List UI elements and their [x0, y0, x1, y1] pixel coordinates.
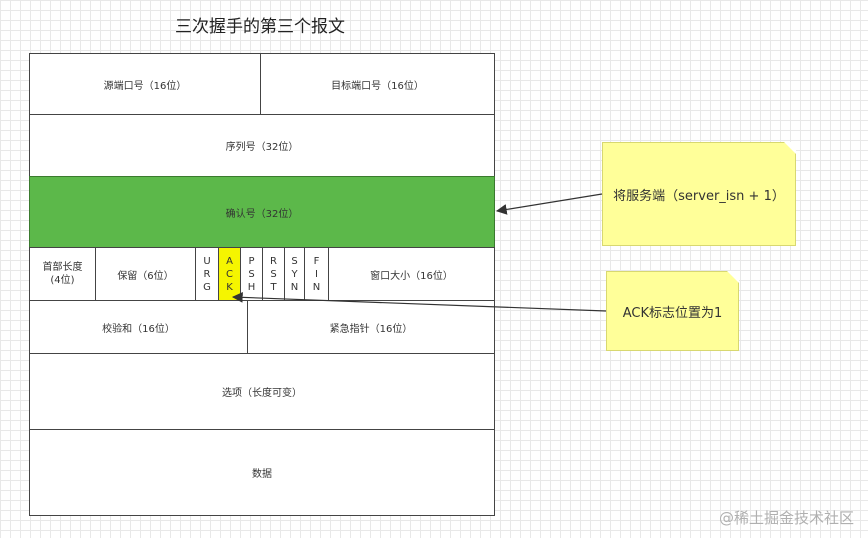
flag-letter: R [203, 268, 211, 280]
flag-letter: C [226, 268, 233, 280]
flag-letter: S [291, 255, 298, 267]
window-size-field: 窗口大小（16位） [328, 247, 495, 301]
arrow-to-ack-number [495, 193, 603, 215]
flag-letter: A [226, 255, 233, 267]
flag-letter: U [203, 255, 211, 267]
flag-letter: T [270, 281, 277, 293]
flag-letter: H [247, 281, 256, 293]
note-server-isn: 将服务端（server_isn + 1） [602, 142, 796, 246]
ack-number-field: 确认号（32位） [29, 176, 495, 248]
header-length-label: 首部长度 [42, 262, 83, 273]
flag-letter: G [203, 281, 211, 293]
note-ack-flag-text: ACK标志位置为1 [622, 305, 723, 321]
flag-letter: I [315, 268, 318, 280]
flag-letter: S [248, 268, 255, 280]
flag-letter: P [248, 255, 255, 267]
flag-letter: N [312, 281, 321, 293]
checksum-field: 校验和（16位） [29, 300, 248, 354]
flag-letter: Y [291, 268, 298, 280]
flag-letter: R [270, 255, 277, 267]
watermark: @稀土掘金技术社区 [718, 509, 854, 527]
note-server-isn-text: 将服务端（server_isn + 1） [613, 188, 785, 204]
note-ack-flag: ACK标志位置为1 [606, 271, 739, 351]
sequence-number-field: 序列号（32位） [29, 114, 495, 177]
urgent-pointer-field: 紧急指针（16位） [247, 300, 495, 354]
data-field: 数据 [29, 429, 495, 516]
flag-letter: K [226, 281, 233, 293]
flag-letter: S [270, 268, 277, 280]
flag-letter: N [290, 281, 299, 293]
header-length-bits: (4位) [50, 275, 75, 286]
arrow-to-ack-flag [231, 291, 607, 312]
diagram-title: 三次握手的第三个报文 [175, 17, 345, 37]
flag-letter: F [313, 255, 320, 267]
flag-psh: P S H [240, 247, 263, 301]
flag-fin: F I N [304, 247, 329, 301]
header-length-field: 首部长度 (4位) [29, 247, 96, 301]
